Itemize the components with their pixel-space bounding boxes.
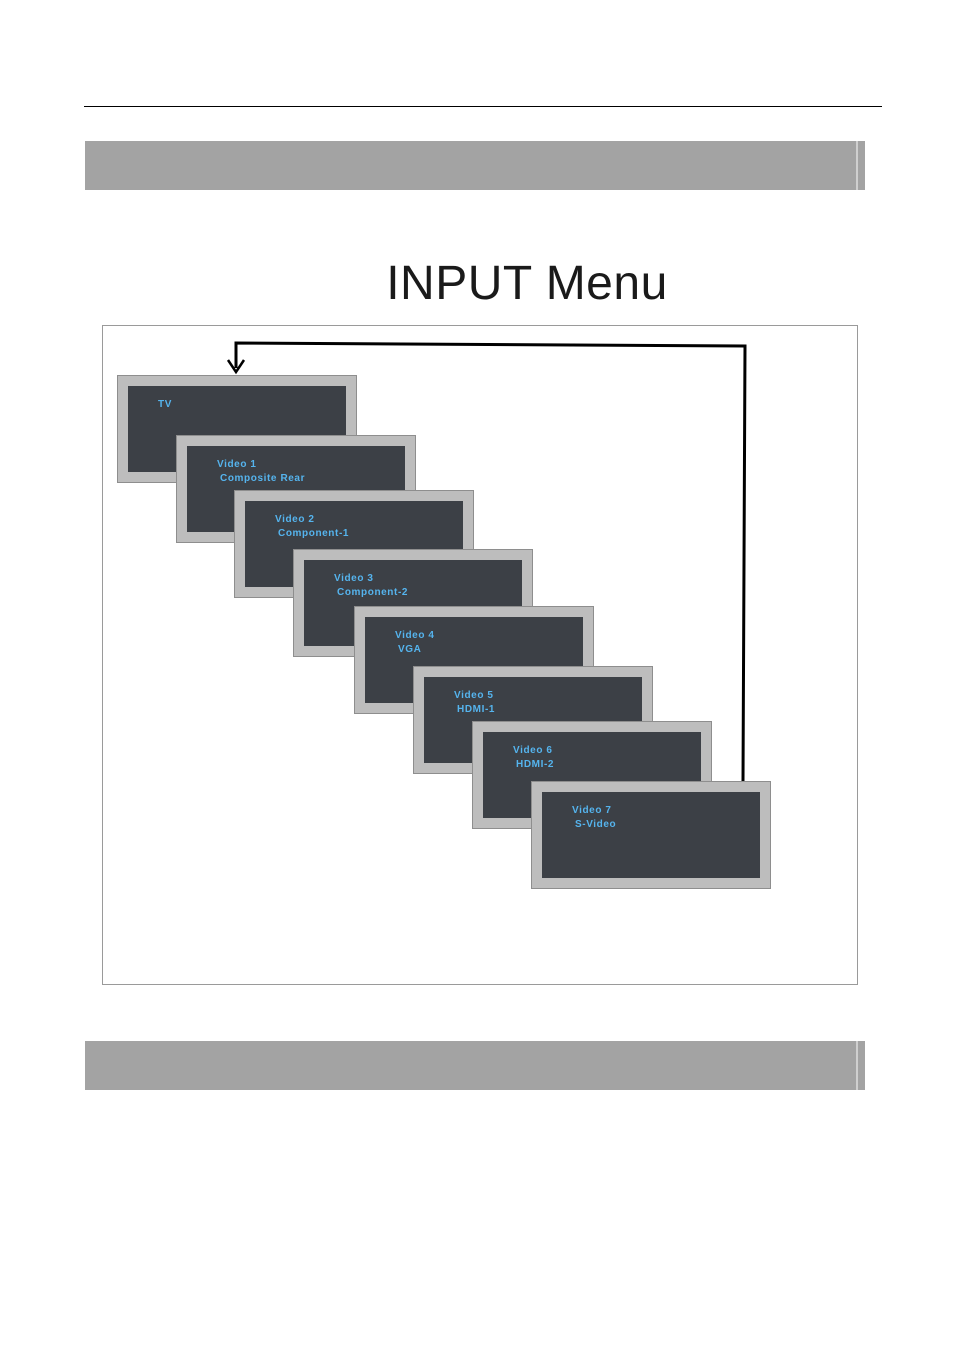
screen-label: Video 1 bbox=[217, 459, 257, 470]
screen-sublabel: Component-2 bbox=[337, 587, 409, 598]
screen-sublabel: HDMI-1 bbox=[457, 704, 496, 715]
screen-video-7: Video 7 S-Video bbox=[531, 781, 771, 889]
screen-label: TV bbox=[158, 399, 172, 410]
diagram-frame bbox=[102, 325, 858, 985]
section-header-bar-top bbox=[85, 141, 865, 190]
screen-sublabel: Component-1 bbox=[278, 528, 350, 539]
screen-label: Video 4 bbox=[395, 630, 435, 641]
header-rule bbox=[84, 106, 882, 107]
screen-label: Video 6 bbox=[513, 745, 553, 756]
screen-label: Video 3 bbox=[334, 573, 374, 584]
screen-label: Video 2 bbox=[275, 514, 315, 525]
screen-sublabel: HDMI-2 bbox=[516, 759, 555, 770]
screen-label: Video 7 bbox=[572, 805, 612, 816]
screen-sublabel: VGA bbox=[398, 644, 422, 655]
screen-sublabel: S-Video bbox=[575, 819, 617, 830]
screen-sublabel: Composite Rear bbox=[220, 473, 306, 484]
screen-label: Video 5 bbox=[454, 690, 494, 701]
diagram-title: INPUT Menu bbox=[386, 257, 668, 310]
screen-display: Video 7 S-Video bbox=[542, 792, 760, 878]
section-header-bar-bottom bbox=[85, 1041, 865, 1090]
